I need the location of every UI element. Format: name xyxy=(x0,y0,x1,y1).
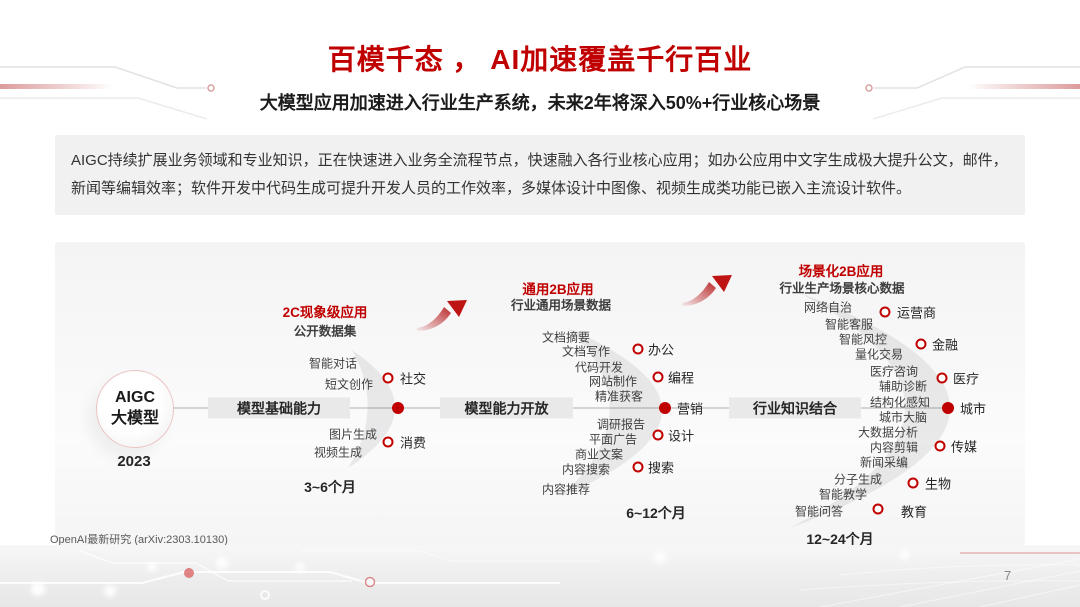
category-label: 教育 xyxy=(901,504,928,520)
stage3-item: 智能客服 xyxy=(824,317,873,332)
stage2-item: 内容推荐 xyxy=(541,482,590,497)
stage2-item: 代码开发 xyxy=(574,360,623,375)
category-label: 搜索 xyxy=(648,460,675,476)
origin-label-line1: AIGC xyxy=(115,389,155,407)
stage3-item: 城市大脑 xyxy=(878,410,927,425)
stage3-subheader: 行业生产场景核心数据 xyxy=(779,281,905,296)
stage1-period: 3~6个月 xyxy=(304,479,356,495)
bottom-band xyxy=(0,545,1080,607)
stage3-header: 场景化2B应用 xyxy=(798,264,884,279)
page-subtitle: 大模型应用加速进入行业生产系统，未来2年将深入50%+行业核心场景 xyxy=(259,93,821,113)
summary-box: AIGC持续扩展业务领域和专业知识，正在快速进入业务全流程节点，快速融入各行业核… xyxy=(55,135,1025,215)
stage3-item: 网络自治 xyxy=(803,300,852,315)
stage2-item: 调研报告 xyxy=(596,417,645,432)
category-label: 办公 xyxy=(648,342,675,358)
category-ring-icon xyxy=(936,372,948,384)
stage3-item: 内容剪辑 xyxy=(869,440,918,455)
stage2-period: 6~12个月 xyxy=(626,505,686,521)
category-label: 编程 xyxy=(668,370,695,386)
stage2-item: 精准获客 xyxy=(594,389,643,404)
stage3-item: 量化交易 xyxy=(854,347,903,362)
category-ring-icon xyxy=(915,338,927,350)
stage3-item: 分子生成 xyxy=(833,472,882,487)
stage1-subheader: 公开数据集 xyxy=(293,324,357,339)
stage3-item: 新闻采编 xyxy=(859,455,908,470)
category-ring-icon xyxy=(382,372,394,384)
diagram-card xyxy=(55,242,1025,545)
stage1-item: 视频生成 xyxy=(313,445,362,460)
origin-year: 2023 xyxy=(117,453,151,470)
category-ring-icon xyxy=(652,371,664,383)
stage3-period: 12~24个月 xyxy=(806,531,874,547)
page-number: 7 xyxy=(1004,568,1012,583)
category-label: 生物 xyxy=(925,476,952,492)
category-label: 金融 xyxy=(932,337,959,353)
stage3-item: 智能教学 xyxy=(818,487,867,502)
stage2-item: 平面广告 xyxy=(588,432,637,447)
stage3-item: 结构化感知 xyxy=(869,395,930,410)
category-label: 医疗 xyxy=(953,371,980,387)
stage3-item: 智能问答 xyxy=(794,504,843,519)
stage2-item: 内容搜索 xyxy=(561,462,610,477)
category-label: 营销 xyxy=(677,401,704,417)
stage2-bar: 模型能力开放 xyxy=(440,397,573,419)
stage2-header: 通用2B应用 xyxy=(522,282,594,297)
category-ring-icon xyxy=(934,440,946,452)
origin-node: AIGC 大模型 xyxy=(96,370,174,448)
category-ring-icon xyxy=(872,503,884,515)
category-ring-icon xyxy=(879,306,891,318)
category-label: 城市 xyxy=(960,401,987,417)
category-ring-icon xyxy=(907,477,919,489)
category-ring-icon xyxy=(382,436,394,448)
category-label: 运营商 xyxy=(897,305,937,321)
stage2-subheader: 行业通用场景数据 xyxy=(510,298,612,313)
stage2-item: 商业文案 xyxy=(574,447,623,462)
stage3-bar: 行业知识结合 xyxy=(729,397,861,419)
stage1-item: 图片生成 xyxy=(328,427,377,442)
stage1-header: 2C现象级应用 xyxy=(282,305,368,320)
stage1-bar: 模型基础能力 xyxy=(208,397,350,419)
stage1-item: 智能对话 xyxy=(308,356,357,371)
circuit-decoration-bottom xyxy=(0,550,1080,607)
stage3-item: 医疗咨询 xyxy=(869,364,918,379)
category-ring-icon xyxy=(652,429,664,441)
stage3-item: 智能风控 xyxy=(838,332,887,347)
category-label: 社交 xyxy=(400,371,427,387)
stage-node-icon xyxy=(392,402,404,414)
category-ring-icon xyxy=(632,461,644,473)
stage-node-icon xyxy=(659,402,671,414)
stage3-item: 辅助诊断 xyxy=(878,379,927,394)
category-label: 传媒 xyxy=(951,439,978,455)
stage1-item: 短文创作 xyxy=(324,377,373,392)
stage3-item: 大数据分析 xyxy=(857,425,918,440)
category-label: 设计 xyxy=(668,428,695,444)
stage2-item: 文档摘要 xyxy=(541,330,590,345)
category-ring-icon xyxy=(632,343,644,355)
page-title: 百模千态 ， AI加速覆盖千行百业 xyxy=(327,44,753,75)
stage-node-icon xyxy=(942,402,954,414)
source-footnote: OpenAI最新研究 (arXiv:2303.10130) xyxy=(50,534,228,546)
stage2-item: 文档写作 xyxy=(561,344,610,359)
summary-text: AIGC持续扩展业务领域和专业知识，正在快速进入业务全流程节点，快速融入各行业核… xyxy=(71,152,1008,197)
stage2-item: 网站制作 xyxy=(588,374,637,389)
category-label: 消费 xyxy=(400,435,427,451)
origin-label-line2: 大模型 xyxy=(110,410,159,427)
